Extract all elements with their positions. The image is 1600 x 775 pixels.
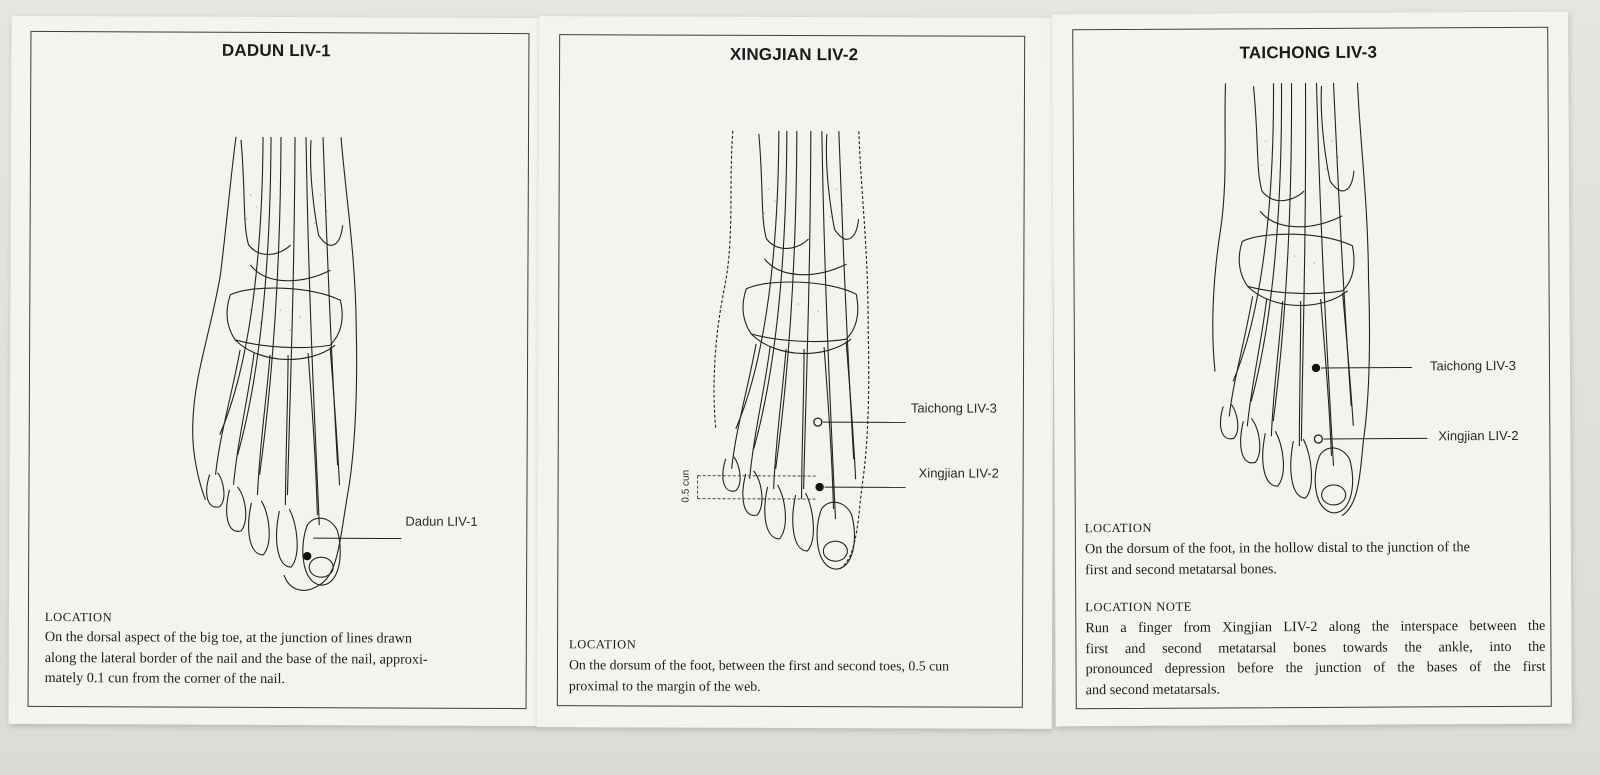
location-note-text: Run a finger from Xingjian LIV-2 along t… [1085, 617, 1546, 698]
point-label-taichong: Taichong LIV-3 [1429, 357, 1517, 374]
foot-illustration [192, 136, 402, 591]
point-marker-taichong [1311, 363, 1321, 373]
location-text: On the dorsum of the foot, between the f… [568, 657, 950, 694]
point-label-xingjian: Xingjian LIV-2 [1438, 427, 1519, 444]
foot-illustration [1212, 82, 1428, 517]
point-label-xingjian: Xingjian LIV-2 [918, 465, 999, 481]
point-marker-dadun [302, 551, 312, 561]
point-label-dadun: Dadun LIV-1 [405, 513, 478, 529]
location-heading: LOCATION [569, 637, 637, 652]
location-text: On the dorsal aspect of the big toe, at … [44, 628, 428, 688]
point-marker-taichong [813, 417, 823, 427]
point-label-taichong: Taichong LIV-3 [910, 400, 997, 416]
card-taichong: TAICHONG LIV-3 [1052, 11, 1572, 727]
foot-illustration [697, 130, 906, 570]
card-title: TAICHONG LIV-3 [1239, 42, 1378, 63]
point-marker-xingjian [1313, 434, 1323, 444]
measure-label: 0.5 cun [680, 469, 692, 503]
card-title: DADUN LIV-1 [221, 40, 331, 61]
location-note-heading: LOCATION NOTE [1085, 599, 1193, 615]
location-text: On the dorsum of the foot, in the hollow… [1084, 539, 1470, 578]
card-xingjian: XINGJIAN LIV-2 [536, 16, 1055, 729]
card-title: XINGJIAN LIV-2 [729, 44, 859, 65]
card-dadun: DADUN LIV-1 [8, 15, 542, 727]
location-heading: LOCATION [1084, 520, 1153, 536]
point-marker-xingjian [815, 482, 824, 492]
location-heading: LOCATION [44, 609, 113, 625]
